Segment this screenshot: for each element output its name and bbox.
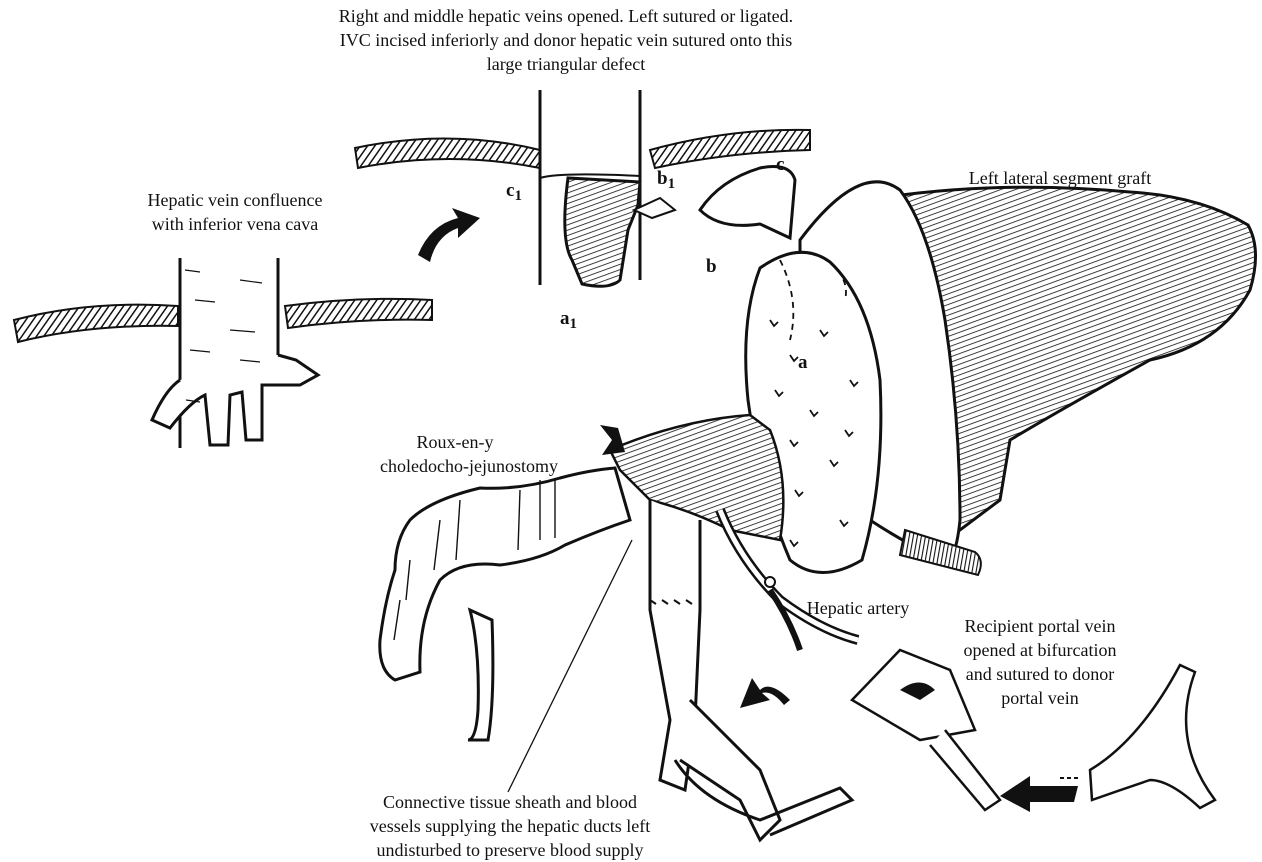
marker-a1: a1 bbox=[560, 308, 577, 333]
portal-label-line-4: portal vein bbox=[950, 686, 1130, 710]
marker-a1-letter: a bbox=[560, 308, 570, 329]
roux-label: Roux-en-y choledocho-jejunostomy bbox=[380, 430, 530, 478]
sheath-leader-line bbox=[508, 540, 632, 792]
arrow-curved-1 bbox=[418, 208, 480, 262]
top-label-line-1: Right and middle hepatic veins opened. L… bbox=[286, 4, 846, 28]
marker-a-letter: a bbox=[798, 352, 808, 373]
marker-a: a bbox=[798, 352, 808, 374]
confluence-label-line-1: Hepatic vein confluence bbox=[110, 188, 360, 212]
confluence-drawing bbox=[14, 258, 432, 448]
marker-b1-sub: 1 bbox=[668, 176, 676, 192]
marker-b-letter: b bbox=[706, 256, 717, 277]
sheath-label-line-2: vessels supplying the hepatic ducts left bbox=[325, 814, 695, 838]
roux-label-line-2: choledocho-jejunostomy bbox=[380, 454, 530, 478]
top-label-line-2: IVC incised inferiorly and donor hepatic… bbox=[286, 28, 846, 52]
marker-c1: c1 bbox=[506, 180, 522, 205]
portal-label: Recipient portal vein opened at bifurcat… bbox=[950, 614, 1130, 710]
roux-label-line-1: Roux-en-y bbox=[380, 430, 530, 454]
marker-c: c bbox=[776, 154, 784, 176]
portal-label-line-2: opened at bifurcation bbox=[950, 638, 1130, 662]
sheath-label-line-3: undisturbed to preserve blood supply bbox=[325, 838, 695, 862]
jejunum-drawing bbox=[380, 468, 630, 740]
portal-label-line-1: Recipient portal vein bbox=[950, 614, 1130, 638]
marker-c-letter: c bbox=[776, 154, 784, 175]
graft-label: Left lateral segment graft bbox=[960, 166, 1160, 190]
top-label-line-3: large triangular defect bbox=[286, 52, 846, 76]
marker-b1: b1 bbox=[657, 168, 675, 193]
marker-c1-sub: 1 bbox=[514, 188, 522, 204]
sheath-label-line-1: Connective tissue sheath and blood bbox=[325, 790, 695, 814]
confluence-label-line-2: with inferior vena cava bbox=[110, 212, 360, 236]
artery-label: Hepatic artery bbox=[793, 596, 923, 620]
sheath-label: Connective tissue sheath and blood vesse… bbox=[325, 790, 695, 862]
confluence-label: Hepatic vein confluence with inferior ve… bbox=[110, 188, 360, 236]
arrow-straight bbox=[1000, 776, 1078, 812]
marker-b1-letter: b bbox=[657, 168, 668, 189]
top-label: Right and middle hepatic veins opened. L… bbox=[286, 4, 846, 76]
marker-a1-sub: 1 bbox=[570, 316, 578, 332]
marker-b: b bbox=[706, 256, 717, 278]
arrow-curved-2 bbox=[740, 678, 790, 708]
portal-label-line-3: and sutured to donor bbox=[950, 662, 1130, 686]
